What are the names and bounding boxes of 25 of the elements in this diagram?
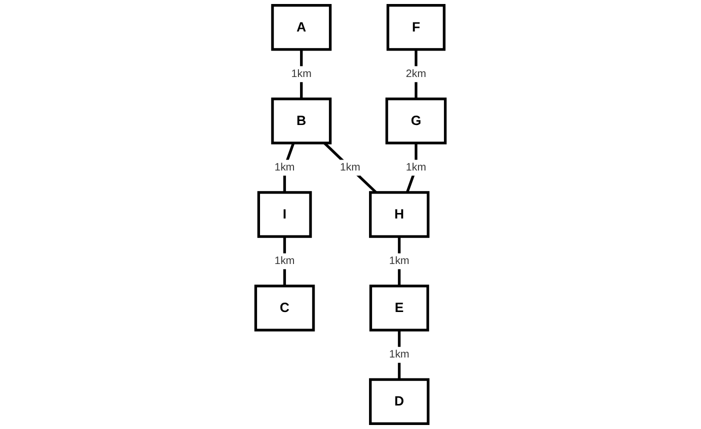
connector: [414, 49, 418, 99]
node-box: H: [369, 191, 430, 238]
node-box: C: [254, 284, 315, 332]
node-box: A: [271, 4, 332, 51]
node-box: G: [385, 98, 447, 144]
edge-label: 1km: [340, 162, 360, 174]
edge-label: 1km: [291, 68, 312, 80]
connector: [300, 49, 303, 99]
edge-label: 2km: [406, 68, 426, 80]
connector: [398, 330, 401, 380]
connector: [323, 142, 378, 194]
edge-label: 1km: [389, 255, 410, 267]
edge-label: 1km: [274, 162, 295, 174]
node-box: E: [369, 284, 430, 332]
connector: [398, 236, 401, 286]
edge-label: 1km: [274, 255, 295, 267]
connector: [283, 142, 295, 192]
node-box: F: [386, 4, 446, 51]
edge-label: 1km: [406, 162, 426, 174]
node-box: D: [369, 378, 430, 425]
node-box: B: [271, 98, 332, 144]
connector: [406, 143, 418, 193]
connector: [283, 236, 286, 286]
node-box: I: [257, 191, 312, 238]
edge-label: 1km: [389, 348, 410, 360]
